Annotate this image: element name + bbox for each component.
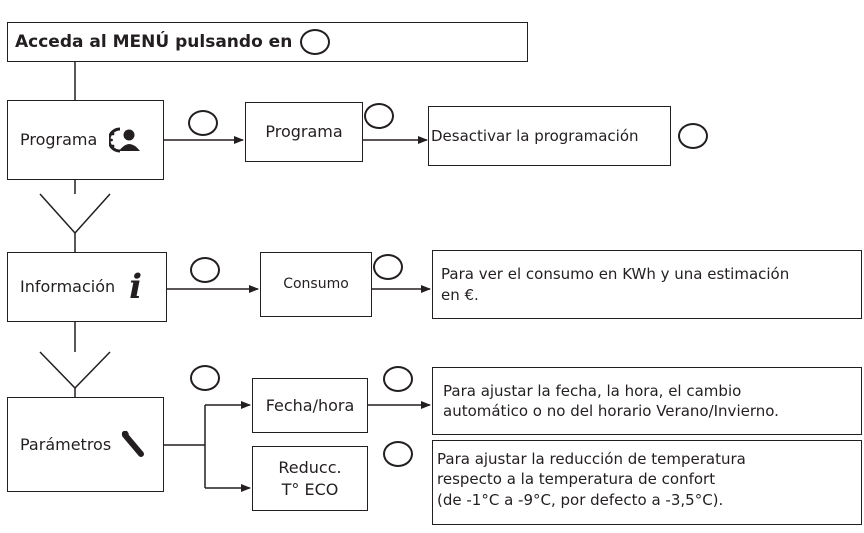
informacion-label: Información: [20, 277, 116, 297]
informacion-result-box: Para ver el consumo en KWh y una estimac…: [432, 250, 862, 319]
informacion-box: Información i: [7, 252, 167, 322]
info-icon: i: [129, 267, 143, 307]
informacion-result-text: Para ver el consumo en KWh y una estimac…: [441, 265, 790, 304]
fecha-hora-label: Fecha/hora: [265, 395, 355, 415]
title-box: Acceda al MENÚ pulsando en: [7, 22, 528, 62]
ok-button-icon: [190, 257, 220, 283]
schedule-person-icon: [109, 126, 143, 154]
reducc-eco-label: Reducc. T° ECO: [278, 457, 342, 499]
programa-result-box: Desactivar la programación: [428, 106, 671, 166]
reducc-eco-result-text: Para ajustar la reducción de temperatura…: [437, 450, 746, 509]
ok-button-icon: [190, 365, 220, 391]
reducc-eco-result-box: Para ajustar la reducción de temperatura…: [432, 440, 862, 525]
fecha-hora-result-box: Para ajustar la fecha, la hora, el cambi…: [432, 367, 862, 435]
parametros-box: Parámetros: [7, 397, 164, 492]
menu-button-icon: [300, 29, 331, 55]
wrench-icon: [119, 429, 147, 461]
programa-submenu-box: Programa: [245, 102, 363, 162]
fecha-hora-box: Fecha/hora: [252, 378, 368, 433]
informacion-submenu-box: Consumo: [260, 252, 372, 317]
ok-button-icon: [678, 123, 708, 149]
programa-result-text: Desactivar la programación: [431, 126, 639, 145]
ok-button-icon: [373, 254, 403, 280]
title-prefix: Acceda al: [15, 31, 113, 52]
reducc-eco-box: Reducc. T° ECO: [252, 446, 368, 511]
programa-box: Programa: [7, 100, 164, 180]
title-menu-word: MENÚ: [112, 31, 170, 52]
ok-button-icon: [383, 441, 413, 467]
ok-button-icon: [188, 110, 218, 136]
parametros-label: Parámetros: [20, 434, 112, 454]
title-suffix: pulsando en: [169, 31, 293, 52]
informacion-submenu-label: Consumo: [283, 276, 349, 293]
ok-button-icon: [364, 103, 394, 129]
programa-label: Programa: [20, 130, 98, 150]
fecha-hora-result-text: Para ajustar la fecha, la hora, el cambi…: [443, 381, 779, 420]
programa-submenu-label: Programa: [265, 122, 343, 142]
ok-button-icon: [383, 366, 413, 392]
